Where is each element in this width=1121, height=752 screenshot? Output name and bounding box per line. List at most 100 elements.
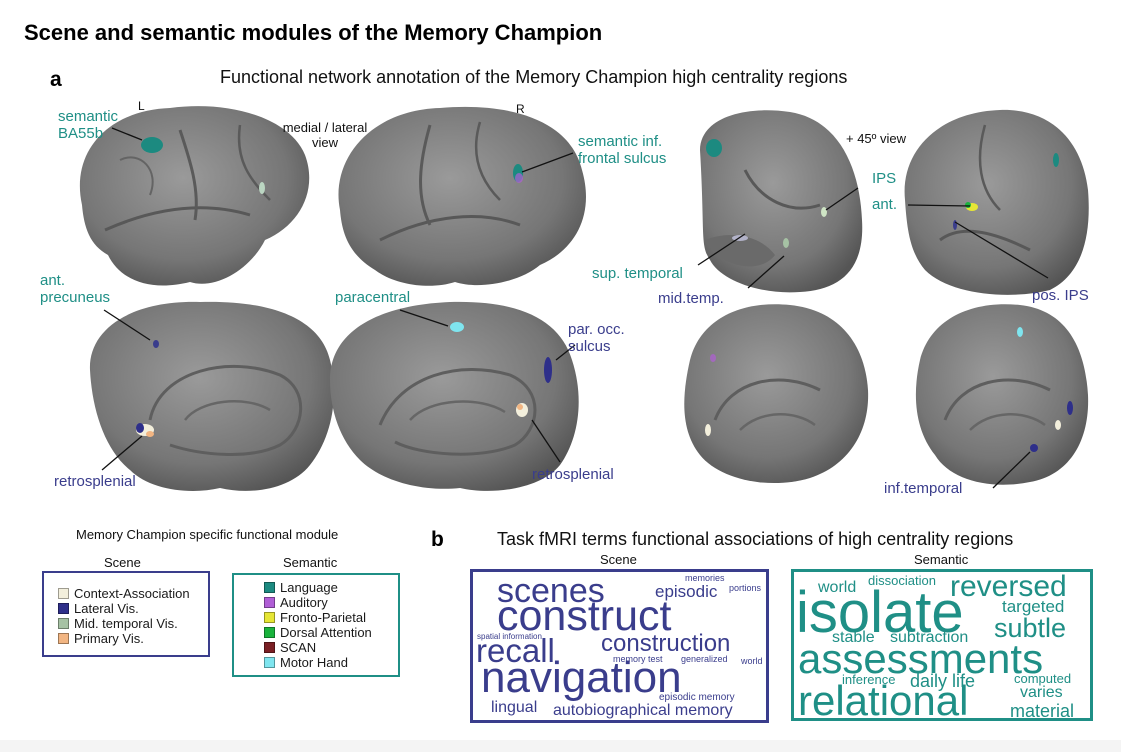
panel-b-semantic-header: Semantic [914,552,969,567]
scene-word: portions [729,583,762,593]
semantic-word: assessments [798,635,1044,682]
legend-title: Memory Champion specific functional modu… [76,527,339,542]
scene-legend-label: Lateral Vis. [74,601,139,616]
brain-medial-right [330,301,579,491]
scene-word: lingual [491,699,538,716]
semantic-word: inference [842,672,896,687]
label-ant-precuneus: ant. precuneus [40,272,111,306]
semantic-word: material [1010,701,1075,721]
semantic-legend-label: SCAN [280,640,317,655]
scene-word: construction [601,630,731,657]
panel-a-subtitle: Functional network annotation of the Mem… [220,67,848,87]
scene-word: memories [685,573,725,583]
brain-lateral-right [338,106,586,286]
scene-word: world [741,656,763,666]
label-pos-ips: pos. IPS [1032,287,1089,304]
semantic-legend-swatch [264,612,275,623]
label-ips: IPS [872,170,897,187]
semantic-legend-label: Language [280,580,338,595]
semantic-legend-item: Auditory [264,595,398,610]
semantic-word: reversed [950,570,1067,603]
panel-b-subtitle: Task fMRI terms functional associations … [497,529,1014,549]
brain-medial-left [89,301,334,491]
semantic-word-cloud: world dissociation reversed isolate targ… [791,569,1093,721]
scene-word: episodic [655,582,718,601]
label-retrosplenial-right: retrosplenial [532,466,614,483]
legend-scene-header: Scene [104,555,141,570]
semantic-word: dissociation [868,573,936,588]
brain-45-left [700,110,863,293]
scene-word: spatial information [477,632,542,641]
scene-word: memory test [613,654,663,664]
brain-45-medial-right [915,304,1089,485]
label-sup-temporal: sup. temporal [592,265,683,282]
semantic-word: varies [1020,684,1063,701]
scene-legend-swatch [58,588,69,599]
scene-word: construct [497,592,672,640]
figure-title: Scene and semantic modules of the Memory… [24,20,603,45]
view-label-45: + 45º view [846,131,907,146]
panel-b-letter: b [431,528,444,551]
semantic-legend-label: Auditory [280,595,328,610]
brain-lateral-left [79,106,310,286]
semantic-word: daily life [910,671,976,691]
semantic-legend-swatch [264,627,275,638]
scene-legend-item: Context-Association [58,586,208,601]
scene-legend-swatch [58,603,69,614]
scene-legend-item: Primary Vis. [58,631,208,646]
label-par-occ-sulcus: par. occ. sulcus [568,321,625,355]
panel-a-letter: a [50,68,62,91]
semantic-legend-item: SCAN [264,640,398,655]
semantic-word: targeted [1002,597,1065,616]
panel-b-scene-header: Scene [600,552,637,567]
scene-word: generalized [681,654,728,664]
semantic-legend-label: Fronto-Parietal [280,610,366,625]
scene-legend-item: Lateral Vis. [58,601,208,616]
semantic-legend-swatch [264,642,275,653]
brain-45-right [904,109,1089,295]
scene-legend-swatch [58,633,69,644]
semantic-legend-swatch [264,597,275,608]
semantic-legend-item: Dorsal Attention [264,625,398,640]
semantic-word: subtle [994,613,1067,643]
scene-word-cloud: scenes episodic memories portions constr… [470,569,769,723]
semantic-word: stable [832,629,875,646]
scene-word: scenes [497,572,605,610]
scene-legend-label: Primary Vis. [74,631,144,646]
legend-semantic-header: Semantic [283,555,338,570]
label-semantic-inf-frontal: semantic inf. frontal sulcus [578,133,667,167]
scene-word: recall [476,632,555,669]
label-mid-temp: mid.temp. [658,290,724,307]
label-paracentral: paracentral [335,289,411,306]
scene-word: episodic memory [659,692,735,703]
semantic-word: computed [1014,671,1072,686]
semantic-legend-label: Motor Hand [280,655,348,670]
scene-word: autobiographical memory [553,702,733,719]
scene-legend-swatch [58,618,69,629]
semantic-word: world [818,579,857,596]
bottom-strip [0,740,1121,752]
leader-lines [101,127,1049,489]
hemisphere-right-label: R [516,102,525,116]
semantic-word: relational [798,677,969,721]
semantic-legend-item: Fronto-Parietal [264,610,398,625]
label-semantic-ba55b: semantic BA55b [58,108,119,142]
label-inf-temporal: inf.temporal [884,480,963,497]
semantic-legend-swatch [264,657,275,668]
scene-legend-label: Mid. temporal Vis. [74,616,178,631]
scene-legend-item: Mid. temporal Vis. [58,616,208,631]
scene-word: navigation [481,653,682,702]
brain-45-medial-left [684,304,869,484]
scene-legend-label: Context-Association [74,586,190,601]
semantic-legend-swatch [264,582,275,593]
label-ant: ant. [872,196,898,213]
semantic-legend-item: Language [264,580,398,595]
label-retrosplenial-left: retrosplenial [54,473,136,490]
semantic-word: subtraction [890,629,969,646]
semantic-word: isolate [796,580,964,645]
view-label-medial-lateral: medial / lateral view [282,120,368,150]
semantic-legend-label: Dorsal Attention [280,625,372,640]
